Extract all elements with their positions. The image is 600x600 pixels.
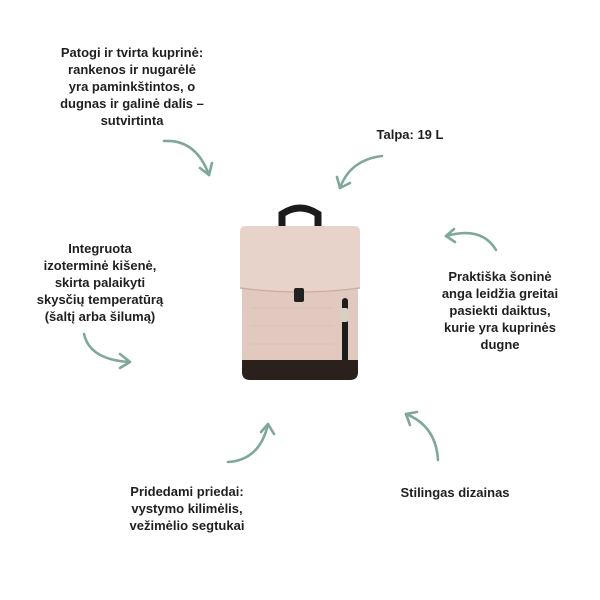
curved-arrow-icon [444,227,498,252]
backpack-flap [240,226,360,292]
label-accessories: Pridedami priedai: vystymo kilimėlis, ve… [129,484,245,533]
label-comfort: Patogi ir tvirta kuprinė: rankenos ir nu… [60,45,204,128]
label-design: Stilingas dizainas [400,485,510,500]
backpack-handle [278,204,322,238]
label-capacity: Talpa: 19 L [376,127,444,142]
curved-arrow-icon [335,154,384,190]
curved-arrow-icon [82,332,132,370]
label-thermal: Integruota izoterminė kišenė, skirta pal… [36,241,164,324]
curved-arrow-icon [226,422,276,464]
curved-arrow-icon [404,410,440,462]
label-side-opening: Praktiška šoninė anga leidžia greitai pa… [441,269,559,352]
backpack-image [239,204,361,380]
backpack-bottom [242,360,358,380]
curved-arrow-icon [162,139,214,177]
backpack-buckle [294,288,304,302]
backpack-side-zip [342,298,348,364]
